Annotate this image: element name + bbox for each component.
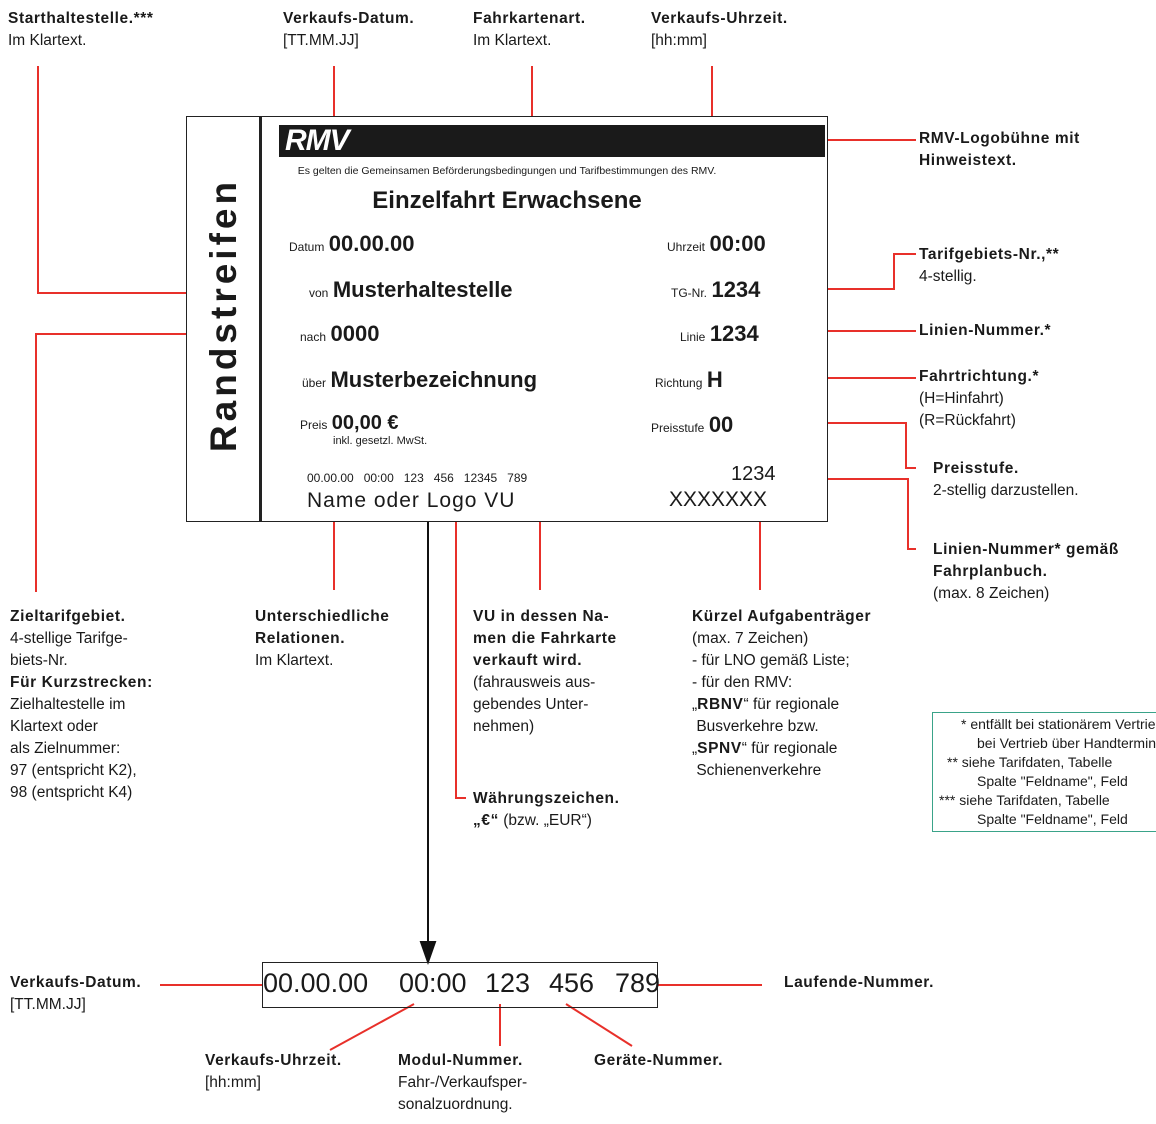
rmv-logo: RMV [285,124,350,157]
caption-modul: Modul-Nummer.Fahr-/Verkaufsper-sonalzuor… [398,1052,528,1113]
seq-modul: 123 [485,968,531,998]
mwst-note: inkl. gesetzl. MwSt. [333,435,428,447]
arrow-head [419,941,437,966]
caption-linie: Linien-Nummer.* [919,322,1052,339]
caption-ziel: Zieltarifgebiet.4-stellige Tarifge-biets… [10,608,153,801]
footnote-2a: ** siehe Tarifdaten, Tabelle [947,754,1113,770]
caption-tg: Tarifgebiets-Nr.,**4-stellig. [919,246,1060,285]
ticket-kurz: XXXXXXX [669,488,768,511]
caption-kurz: Kürzel Aufgabenträger(max. 7 Zeichen)- f… [692,608,872,779]
caption-fart: Fahrkartenart.Im Klartext. [473,10,586,49]
ticket: Randstreifen RMV Es gelten die Gemeinsam… [186,116,828,522]
footnote-1b: bei Vertrieb über Handterminals [977,735,1156,751]
ticket-title: Einzelfahrt Erwachsene [372,187,642,214]
ticket-sequence: 00.00.00 00:00 123 456 12345 789 [307,471,528,485]
caption-waehr: Währungszeichen.„€“ (bzw. „EUR“) [473,790,620,829]
sequence-box: 00.00.00 00:00 123 456 789 [262,962,661,1008]
caption-richt: Fahrtrichtung.*(H=Hinfahrt)(R=Rückfahrt) [919,368,1040,429]
rmv-logo-bar: RMV [279,125,825,157]
row-ueber: über Musterbezeichnung [302,367,538,392]
footnote-3b: Spalte "Feldname", Feld [977,811,1128,827]
row-richtung: Richtung H [655,367,723,392]
row-nach: nach 0000 [300,321,380,346]
leader-linfp [790,478,916,550]
ticket-linnr: 1234 [731,463,776,485]
caption-pstufe: Preisstufe.2-stellig darzustellen. [933,460,1079,499]
footnote-1a: * entfällt bei stationärem Vertrieb und [961,716,1156,732]
randstreifen-label: Randstreifen [203,177,244,453]
row-von: von Musterhaltestelle [309,277,513,302]
row-preis: Preis 00,00 € [300,412,399,434]
caption-btime: Verkaufs-Uhrzeit.[hh:mm] [205,1052,342,1091]
footnote-3a: *** siehe Tarifdaten, Tabelle [939,792,1110,808]
footnote-box: * entfällt bei stationärem Vertrieb und … [932,712,1156,832]
seq-date: 00.00.00 [263,968,369,998]
row-tg: TG-Nr. 1234 [671,277,761,302]
row-datum: Datum 00.00.00 [289,231,415,256]
row-preisstufe: Preisstufe 00 [651,412,734,437]
leader-tg [774,253,916,290]
seq-geraet: 456 [549,968,595,998]
leader-geraet [565,1003,633,1047]
footnote-2b: Spalte "Feldname", Feld [977,773,1128,789]
strip-divider [259,117,262,521]
seq-time: 00:00 [399,968,467,998]
leader-btime [329,1003,415,1051]
ticket-hint: Es gelten die Gemeinsamen Beförderungsbe… [297,165,717,177]
ticket-vu: Name oder Logo VU [307,489,516,512]
caption-vtime: Verkaufs-Uhrzeit.[hh:mm] [651,10,788,49]
leader-pstufe [750,422,916,469]
seq-lfd: 789 [615,968,661,998]
row-linie: Linie 1234 [680,321,759,346]
caption-bdate: Verkaufs-Datum.[TT.MM.JJ] [10,974,142,1013]
caption-vdate: Verkaufs-Datum.[TT.MM.JJ] [283,10,415,49]
caption-geraet: Geräte-Nummer. [594,1052,724,1069]
caption-lfd: Laufende-Nummer. [784,974,934,991]
caption-start: Starthaltestelle.***Im Klartext. [8,10,154,49]
row-uhrzeit: Uhrzeit 00:00 [667,231,766,256]
